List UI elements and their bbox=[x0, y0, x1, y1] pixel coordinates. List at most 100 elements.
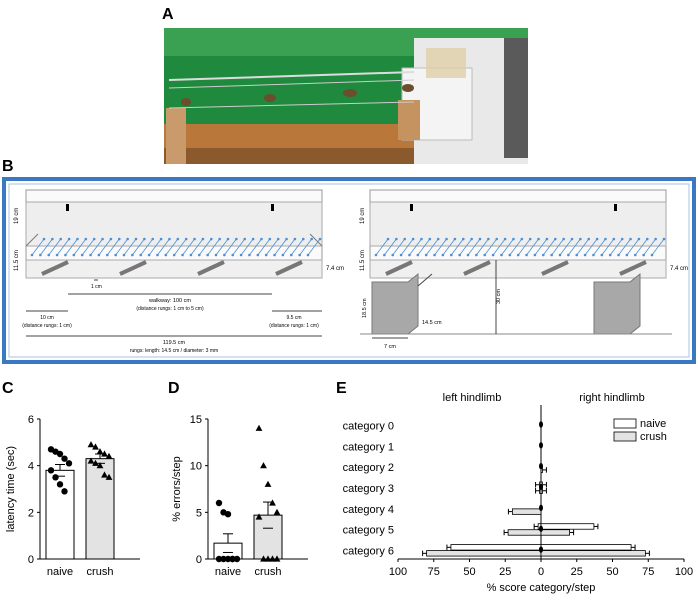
rung bbox=[224, 238, 237, 256]
rung-end bbox=[399, 253, 403, 257]
rung bbox=[618, 238, 631, 256]
rung-end bbox=[89, 253, 92, 257]
rung-end bbox=[642, 253, 645, 257]
rung bbox=[542, 238, 556, 256]
rung bbox=[526, 238, 539, 256]
data-point bbox=[92, 459, 99, 466]
panel-label-e: E bbox=[336, 380, 347, 397]
y-tick-label: 2 bbox=[28, 507, 34, 519]
right-hindlimb-title: right hindlimb bbox=[579, 392, 644, 404]
rung-end bbox=[391, 253, 395, 257]
rung bbox=[509, 238, 523, 256]
rung bbox=[140, 238, 154, 256]
rung-end bbox=[562, 237, 565, 241]
y-tick-label: 4 bbox=[28, 461, 34, 473]
data-point bbox=[105, 452, 113, 459]
right-zone-sublabel: (distance rungs: 1 cm) bbox=[269, 323, 319, 329]
rung-end bbox=[475, 253, 478, 257]
rung-end bbox=[226, 237, 230, 241]
rung bbox=[434, 238, 447, 256]
rung-end bbox=[310, 237, 313, 241]
rung-end bbox=[126, 237, 129, 241]
rung bbox=[601, 238, 615, 256]
rung-end bbox=[595, 237, 599, 241]
rung bbox=[98, 238, 112, 256]
rung bbox=[400, 238, 414, 256]
rung-end bbox=[617, 253, 620, 257]
data-point bbox=[273, 555, 281, 562]
data-point bbox=[233, 555, 241, 563]
x-tick-label: 0 bbox=[538, 566, 544, 578]
y-tick-label: 5 bbox=[196, 507, 202, 519]
bar-crush-left bbox=[507, 529, 542, 536]
rung-end bbox=[520, 237, 524, 241]
data-point bbox=[260, 555, 267, 562]
rung bbox=[593, 238, 606, 256]
rung bbox=[492, 238, 506, 256]
category-label: category 1 bbox=[343, 441, 394, 453]
depth-label: 7.4 cm bbox=[326, 266, 344, 272]
data-point bbox=[96, 462, 104, 469]
data-point bbox=[52, 474, 59, 481]
rung-end bbox=[64, 253, 67, 257]
rung-end bbox=[143, 237, 146, 241]
bar-naive-right bbox=[540, 523, 595, 530]
rung bbox=[442, 238, 456, 256]
rung-end bbox=[109, 237, 113, 241]
rung-end bbox=[80, 253, 84, 257]
data-point bbox=[87, 441, 95, 448]
schematic-left: 19 cm 11.5 cm 7.4 cm 1 cm walkway: 100 c… bbox=[14, 189, 344, 354]
rung bbox=[551, 238, 564, 256]
rung bbox=[115, 238, 128, 256]
rung bbox=[232, 238, 246, 256]
rung-end bbox=[105, 253, 109, 257]
rung-end bbox=[218, 237, 221, 241]
x-tick-label: crush bbox=[87, 566, 114, 578]
data-point bbox=[215, 499, 223, 507]
left-zone-sublabel: (distance rungs: 1 cm) bbox=[22, 323, 72, 329]
rung-end bbox=[445, 237, 448, 241]
rung-end bbox=[503, 237, 507, 241]
data-point bbox=[260, 462, 267, 469]
rung-end bbox=[478, 237, 482, 241]
rung-end bbox=[592, 253, 595, 257]
rung-end bbox=[512, 237, 515, 241]
rung-end bbox=[59, 237, 63, 241]
rung-end bbox=[637, 237, 641, 241]
zero-marker bbox=[539, 462, 543, 470]
walkway-sublabel: (distance rungs: 1 cm to 5 cm) bbox=[136, 306, 204, 312]
rung bbox=[198, 238, 212, 256]
rung-end bbox=[408, 253, 411, 257]
rung-end bbox=[134, 237, 138, 241]
rung bbox=[190, 238, 204, 256]
bar-naive-left bbox=[450, 544, 542, 551]
rung-end bbox=[495, 237, 499, 241]
rung bbox=[467, 238, 481, 256]
rung bbox=[384, 238, 397, 256]
rung bbox=[450, 238, 464, 256]
rung-end bbox=[273, 253, 276, 257]
data-point bbox=[229, 555, 236, 563]
rung bbox=[559, 238, 573, 256]
data-point bbox=[61, 488, 68, 495]
rung-end bbox=[633, 253, 637, 257]
data-point bbox=[87, 457, 95, 464]
left-zone-label: 10 cm bbox=[40, 315, 54, 321]
bar-naive-right bbox=[540, 544, 632, 551]
rung bbox=[282, 238, 296, 256]
support-bar bbox=[275, 260, 303, 276]
rung-end bbox=[487, 237, 490, 241]
panel-label-a: A bbox=[162, 6, 174, 23]
rung-end bbox=[525, 253, 528, 257]
rung bbox=[182, 238, 195, 256]
data-point bbox=[105, 473, 113, 480]
rung-end bbox=[235, 237, 238, 241]
rung bbox=[425, 238, 439, 256]
rung-end bbox=[620, 237, 624, 241]
rung-end bbox=[583, 253, 587, 257]
rung-end bbox=[131, 253, 134, 257]
rung-end bbox=[537, 237, 540, 241]
rung-end bbox=[461, 237, 465, 241]
rung-end bbox=[159, 237, 163, 241]
